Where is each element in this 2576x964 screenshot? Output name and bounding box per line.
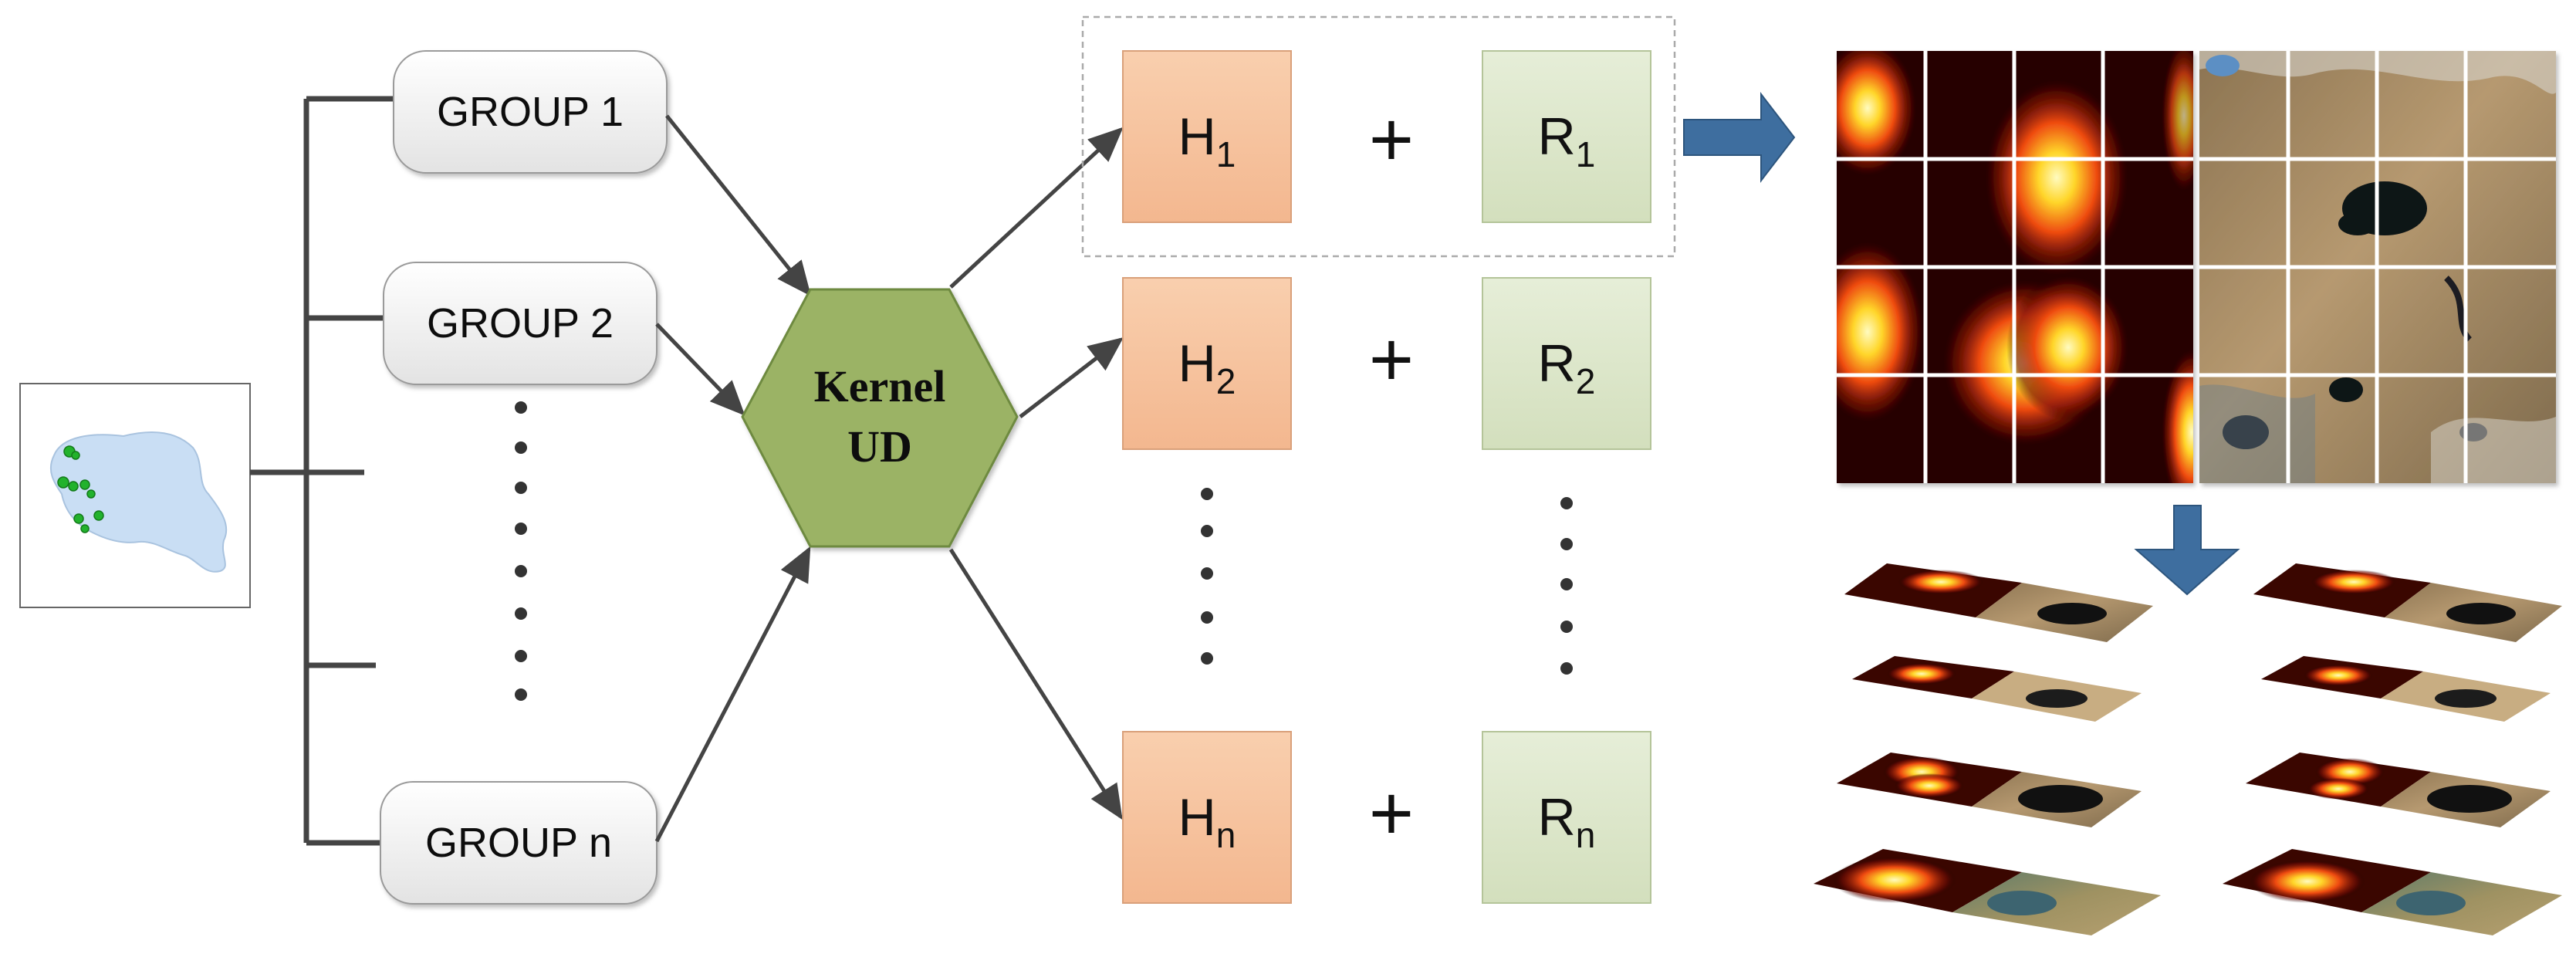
svg-text:H2: H2 xyxy=(1178,334,1236,401)
group-label-n: GROUP n xyxy=(425,820,612,866)
r-box-n[interactable]: Rn xyxy=(1482,731,1651,904)
svg-text:R2: R2 xyxy=(1538,334,1596,401)
row-2: H2 + R2 xyxy=(1122,277,1651,450)
kernel-label-line2: UD xyxy=(847,421,912,472)
row-n: Hn + Rn xyxy=(1122,731,1651,904)
layer-tile xyxy=(2223,849,2562,935)
layer-tile xyxy=(2261,656,2551,722)
satellite-grid-image xyxy=(2199,51,2556,483)
layer-stack-left xyxy=(1814,563,2161,935)
row-1-highlight xyxy=(1081,15,1676,258)
r-sub-1: 1 xyxy=(1576,134,1596,174)
row-1: H1 + R1 xyxy=(1122,50,1651,223)
group-bracket xyxy=(250,96,394,846)
h-base-2: H xyxy=(1178,334,1216,393)
layer-tile xyxy=(2253,563,2562,642)
group-label-1: GROUP 1 xyxy=(437,89,624,135)
svg-text:Hn: Hn xyxy=(1178,788,1236,855)
group-to-kernel-arrows xyxy=(654,114,812,843)
right-arrow-icon xyxy=(1683,92,1796,183)
group-box-2[interactable]: GROUP 2 xyxy=(383,262,658,385)
group-ellipsis xyxy=(515,401,527,701)
h-base-1: H xyxy=(1178,107,1216,166)
layer-tile xyxy=(1852,656,2142,722)
lake-map-thumbnail xyxy=(19,383,251,608)
r-box-2[interactable]: R2 xyxy=(1482,277,1651,450)
h-box-1[interactable]: H1 xyxy=(1122,50,1292,223)
svg-text:H1: H1 xyxy=(1178,107,1236,174)
row-ellipsis-h xyxy=(1201,488,1213,665)
r-sub-2: 2 xyxy=(1576,361,1596,401)
r-base-1: R xyxy=(1538,107,1576,166)
h-box-n[interactable]: Hn xyxy=(1122,731,1292,904)
down-arrow-icon xyxy=(2134,505,2240,596)
plus-2: + xyxy=(1369,316,1414,403)
kernel-ud-hexagon[interactable]: Kernel UD xyxy=(741,288,1019,548)
layer-tile xyxy=(1837,753,2142,827)
kernel-to-h-arrows xyxy=(948,127,1124,820)
plus-1: + xyxy=(1369,96,1414,183)
row-ellipsis-r xyxy=(1560,497,1573,675)
layer-tile xyxy=(2246,753,2551,827)
r-sub-n: n xyxy=(1576,815,1596,855)
group-box-n[interactable]: GROUP n xyxy=(380,781,658,905)
plus-n: + xyxy=(1369,770,1414,857)
heatmap-grid-image xyxy=(1837,51,2193,483)
h-sub-2: 2 xyxy=(1216,361,1236,401)
r-base-n: R xyxy=(1538,788,1576,847)
r-base-2: R xyxy=(1538,334,1576,393)
r-box-1[interactable]: R1 xyxy=(1482,50,1651,223)
group-box-1[interactable]: GROUP 1 xyxy=(393,50,668,174)
kernel-label-line1: Kernel xyxy=(814,361,946,411)
svg-text:Rn: Rn xyxy=(1538,788,1596,855)
h-box-2[interactable]: H2 xyxy=(1122,277,1292,450)
layer-tile xyxy=(1814,849,2161,935)
h-sub-1: 1 xyxy=(1216,134,1236,174)
layer-stack-right xyxy=(2223,563,2562,935)
layer-tile xyxy=(1844,563,2153,642)
h-base-n: H xyxy=(1178,788,1216,847)
svg-text:R1: R1 xyxy=(1538,107,1596,174)
group-label-2: GROUP 2 xyxy=(427,300,614,347)
h-sub-n: n xyxy=(1216,815,1236,855)
observation-points xyxy=(57,445,104,533)
